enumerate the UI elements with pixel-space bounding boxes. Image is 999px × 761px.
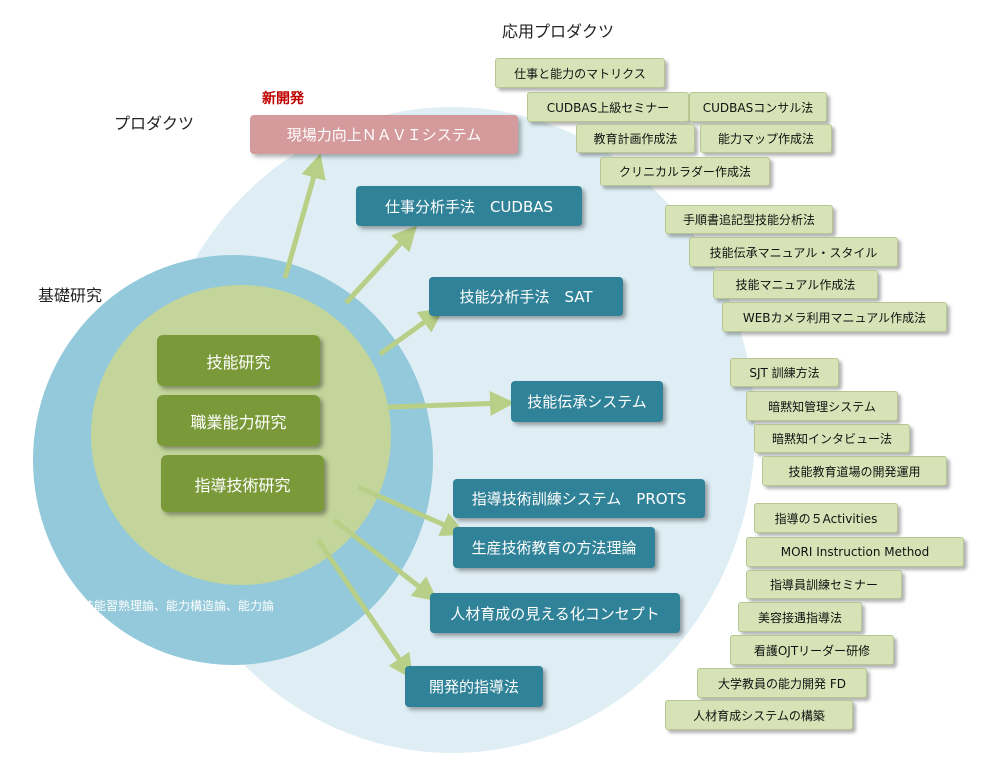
basic-research-label: 基礎研究 [38,286,103,305]
app-shidoin-kunren-seminar: 指導員訓練セミナー [746,570,902,599]
app-clinical-ladder: クリニカルラダー作成法 [600,157,770,186]
app-tejunsho-tsuiki: 手順書追記型技能分析法 [665,205,833,234]
applied-products-label: 応用プロダクツ [502,22,615,41]
app-cudbas-consul: CUDBASコンサル法 [689,92,827,122]
app-daigaku-fd: 大学教員の能力開発 FD [697,668,867,698]
arrow-to-sat [378,307,445,357]
app-ginou-manual: 技能マニュアル作成法 [713,270,878,299]
theory-label: 技能習熟理論、能力構造論、能力論 [82,599,275,613]
app-shigoto-noryoku-matrix: 仕事と能力のマトリクス [495,58,665,88]
app-anmokuchi-kanri: 暗黙知管理システム [746,391,898,421]
arrow-to-jinzai-ikusei [332,518,439,602]
core-box-ginou-kenkyu: 技能研究 [157,335,320,386]
app-biyo-settai: 美容接遇指導法 [738,602,862,632]
core-box-shokugyo-noryoku: 職業能力研究 [157,395,320,446]
app-cudbas-jokyu-seminar: CUDBAS上級セミナー [527,92,689,122]
app-web-camera-manual: WEBカメラ利用マニュアル作成法 [722,302,947,332]
arrow-to-cudbas [344,225,418,305]
app-anmokuchi-interview: 暗黙知インタビュー法 [754,424,910,453]
core-box-shido-gijutsu: 指導技術研究 [161,455,324,512]
arrow-to-ginou-densho [387,391,515,417]
arrow-to-navi [282,153,326,279]
app-ginou-kyoiku-dojo: 技能教育道場の開発運用 [762,456,947,486]
app-noryoku-map: 能力マップ作成法 [700,124,832,153]
navi-system-box: 現場力向上ＮＡＶＩシステム [250,115,518,154]
app-shido-5-activities: 指導の５Activities [754,503,898,533]
product-prots: 指導技術訓練システム PROTS [453,479,705,518]
app-kyoiku-keikaku: 教育計画作成法 [576,124,695,153]
product-ginou-densho: 技能伝承システム [511,381,663,422]
app-mori-instruction: MORI Instruction Method [746,537,964,567]
app-ginou-densho-manual: 技能伝承マニュアル・スタイル [689,237,898,267]
product-kaihatsuteki: 開発的指導法 [405,666,543,707]
app-jinzai-ikusei-system: 人材育成システムの構築 [665,700,853,730]
app-sjt-kunren: SJT 訓練方法 [730,358,839,387]
app-kango-ojt: 看護OJTリーダー研修 [730,635,894,665]
product-seisan-gijutsu: 生産技術教育の方法理論 [453,527,655,568]
product-cudbas: 仕事分析手法 CUDBAS [356,186,582,226]
arrow-to-kaihatsuteki [315,538,414,680]
new-development-label: 新開発 [262,91,304,107]
product-jinzai-ikusei: 人材育成の見える化コンセプト [430,593,680,633]
products-label: プロダクツ [114,114,195,133]
arrow-to-seisan-gijutsu [356,484,467,536]
product-sat: 技能分析手法 SAT [429,277,623,316]
